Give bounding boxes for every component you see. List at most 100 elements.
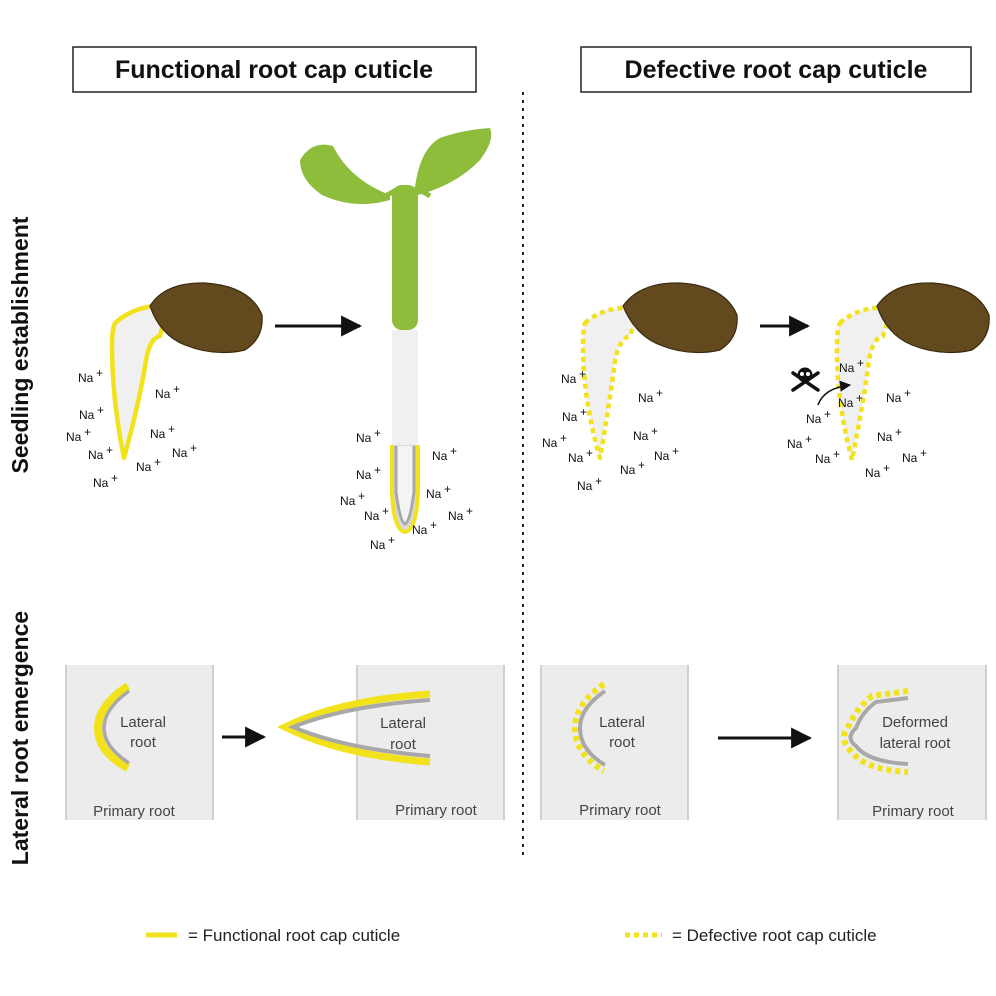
svg-text:Na: Na bbox=[654, 449, 670, 463]
ion-label: Na+ bbox=[886, 386, 911, 405]
svg-text:Na: Na bbox=[839, 361, 855, 375]
ion-label: Na+ bbox=[633, 424, 658, 443]
svg-text:+: + bbox=[638, 458, 645, 472]
deformed-root-label-line1: Deformed bbox=[882, 714, 948, 731]
svg-text:Na: Na bbox=[356, 468, 372, 482]
primary-root-label: Primary root bbox=[872, 803, 955, 820]
ion-label: Na+ bbox=[902, 446, 927, 465]
ion-label: Na+ bbox=[877, 425, 902, 444]
svg-text:+: + bbox=[672, 444, 679, 458]
ion-label: Na+ bbox=[562, 405, 587, 424]
svg-text:Na: Na bbox=[542, 436, 558, 450]
ion-label: Na+ bbox=[654, 444, 679, 463]
svg-text:Na: Na bbox=[93, 476, 109, 490]
svg-text:+: + bbox=[579, 367, 586, 381]
svg-text:Na: Na bbox=[412, 523, 428, 537]
lateral-root-label-line2: root bbox=[609, 734, 636, 751]
header-defective-text: Defective root cap cuticle bbox=[625, 56, 928, 84]
legend-defective-text: = Defective root cap cuticle bbox=[672, 926, 877, 945]
svg-text:Na: Na bbox=[88, 448, 104, 462]
row-label-seedling: Seedling establishment bbox=[7, 216, 33, 473]
ion-label: Na+ bbox=[620, 458, 645, 477]
svg-text:+: + bbox=[883, 461, 890, 475]
ion-label: Na+ bbox=[542, 431, 567, 450]
svg-text:+: + bbox=[84, 425, 91, 439]
cotyledon-left-icon bbox=[300, 144, 390, 204]
svg-text:Na: Na bbox=[577, 479, 593, 493]
seed-icon bbox=[622, 282, 738, 354]
ion-label: Na+ bbox=[364, 504, 389, 523]
svg-text:+: + bbox=[920, 446, 927, 460]
ion-label: Na+ bbox=[356, 426, 381, 445]
svg-text:Na: Na bbox=[426, 487, 442, 501]
primary-root-label: Primary root bbox=[395, 802, 478, 819]
deformed-root-label-line2: lateral root bbox=[880, 735, 952, 752]
ion-label: Na+ bbox=[839, 356, 864, 375]
header-functional: Functional root cap cuticle bbox=[72, 46, 477, 93]
svg-text:Na: Na bbox=[902, 451, 918, 465]
seed-icon bbox=[876, 282, 990, 354]
svg-text:Na: Na bbox=[356, 431, 372, 445]
svg-text:Na: Na bbox=[787, 437, 803, 451]
ion-label: Na+ bbox=[356, 463, 381, 482]
legend: = Functional root cap cuticle = Defectiv… bbox=[146, 926, 877, 945]
svg-text:+: + bbox=[450, 444, 457, 458]
svg-text:Na: Na bbox=[562, 410, 578, 424]
ion-label: Na+ bbox=[136, 455, 161, 474]
svg-text:Na: Na bbox=[561, 372, 577, 386]
ion-label: Na+ bbox=[561, 367, 586, 386]
ion-label: Na+ bbox=[93, 471, 118, 490]
svg-text:Na: Na bbox=[633, 429, 649, 443]
svg-text:Na: Na bbox=[886, 391, 902, 405]
ion-label: Na+ bbox=[638, 386, 663, 405]
svg-text:Na: Na bbox=[432, 449, 448, 463]
svg-text:+: + bbox=[96, 366, 103, 380]
svg-text:+: + bbox=[430, 518, 437, 532]
svg-text:Na: Na bbox=[136, 460, 152, 474]
ion-label: Na+ bbox=[370, 533, 395, 552]
svg-text:Na: Na bbox=[448, 509, 464, 523]
ion-label: Na+ bbox=[155, 382, 180, 401]
svg-text:Na: Na bbox=[172, 446, 188, 460]
svg-text:+: + bbox=[904, 386, 911, 400]
svg-text:+: + bbox=[651, 424, 658, 438]
svg-text:Na: Na bbox=[865, 466, 881, 480]
ion-label: Na+ bbox=[838, 391, 863, 410]
svg-text:+: + bbox=[466, 504, 473, 518]
lateral-root-label-line1: Lateral bbox=[120, 714, 166, 731]
svg-text:+: + bbox=[374, 426, 381, 440]
svg-text:+: + bbox=[656, 386, 663, 400]
svg-text:Na: Na bbox=[79, 408, 95, 422]
svg-text:+: + bbox=[358, 489, 365, 503]
lateral-root-label-line2: root bbox=[390, 736, 417, 753]
lateral-panel-functional-1: Lateral root Primary root bbox=[65, 665, 214, 820]
header-functional-text: Functional root cap cuticle bbox=[115, 56, 433, 84]
svg-text:Na: Na bbox=[66, 430, 82, 444]
ion-label: Na+ bbox=[426, 482, 451, 501]
primary-root-label: Primary root bbox=[93, 803, 176, 820]
svg-text:+: + bbox=[382, 504, 389, 518]
defective-germinating-seed bbox=[580, 282, 738, 461]
lateral-panel-functional-2: Lateral root Primary root bbox=[277, 665, 505, 820]
svg-text:+: + bbox=[586, 446, 593, 460]
ion-label: Na+ bbox=[568, 446, 593, 465]
defective-germinating-seed-2 bbox=[791, 282, 990, 463]
svg-text:+: + bbox=[374, 463, 381, 477]
ion-label: Na+ bbox=[412, 518, 437, 537]
svg-text:+: + bbox=[560, 431, 567, 445]
svg-text:+: + bbox=[173, 382, 180, 396]
svg-text:+: + bbox=[824, 407, 831, 421]
svg-text:Na: Na bbox=[815, 452, 831, 466]
ion-label: Na+ bbox=[66, 425, 91, 444]
svg-text:+: + bbox=[168, 422, 175, 436]
ion-label: Na+ bbox=[577, 474, 602, 493]
svg-text:+: + bbox=[388, 533, 395, 547]
ion-entry-arrow bbox=[817, 380, 852, 406]
cotyledon-right-icon bbox=[414, 128, 492, 196]
ion-label: Na+ bbox=[448, 504, 473, 523]
ion-label: Na+ bbox=[150, 422, 175, 441]
ion-labels: Na+ Na+ Na+ Na+ Na+ Na+ Na+ Na+ Na+ Na+ … bbox=[66, 356, 927, 552]
lateral-panel-defective-2: Deformed lateral root Primary root bbox=[837, 665, 987, 820]
svg-text:Na: Na bbox=[150, 427, 166, 441]
